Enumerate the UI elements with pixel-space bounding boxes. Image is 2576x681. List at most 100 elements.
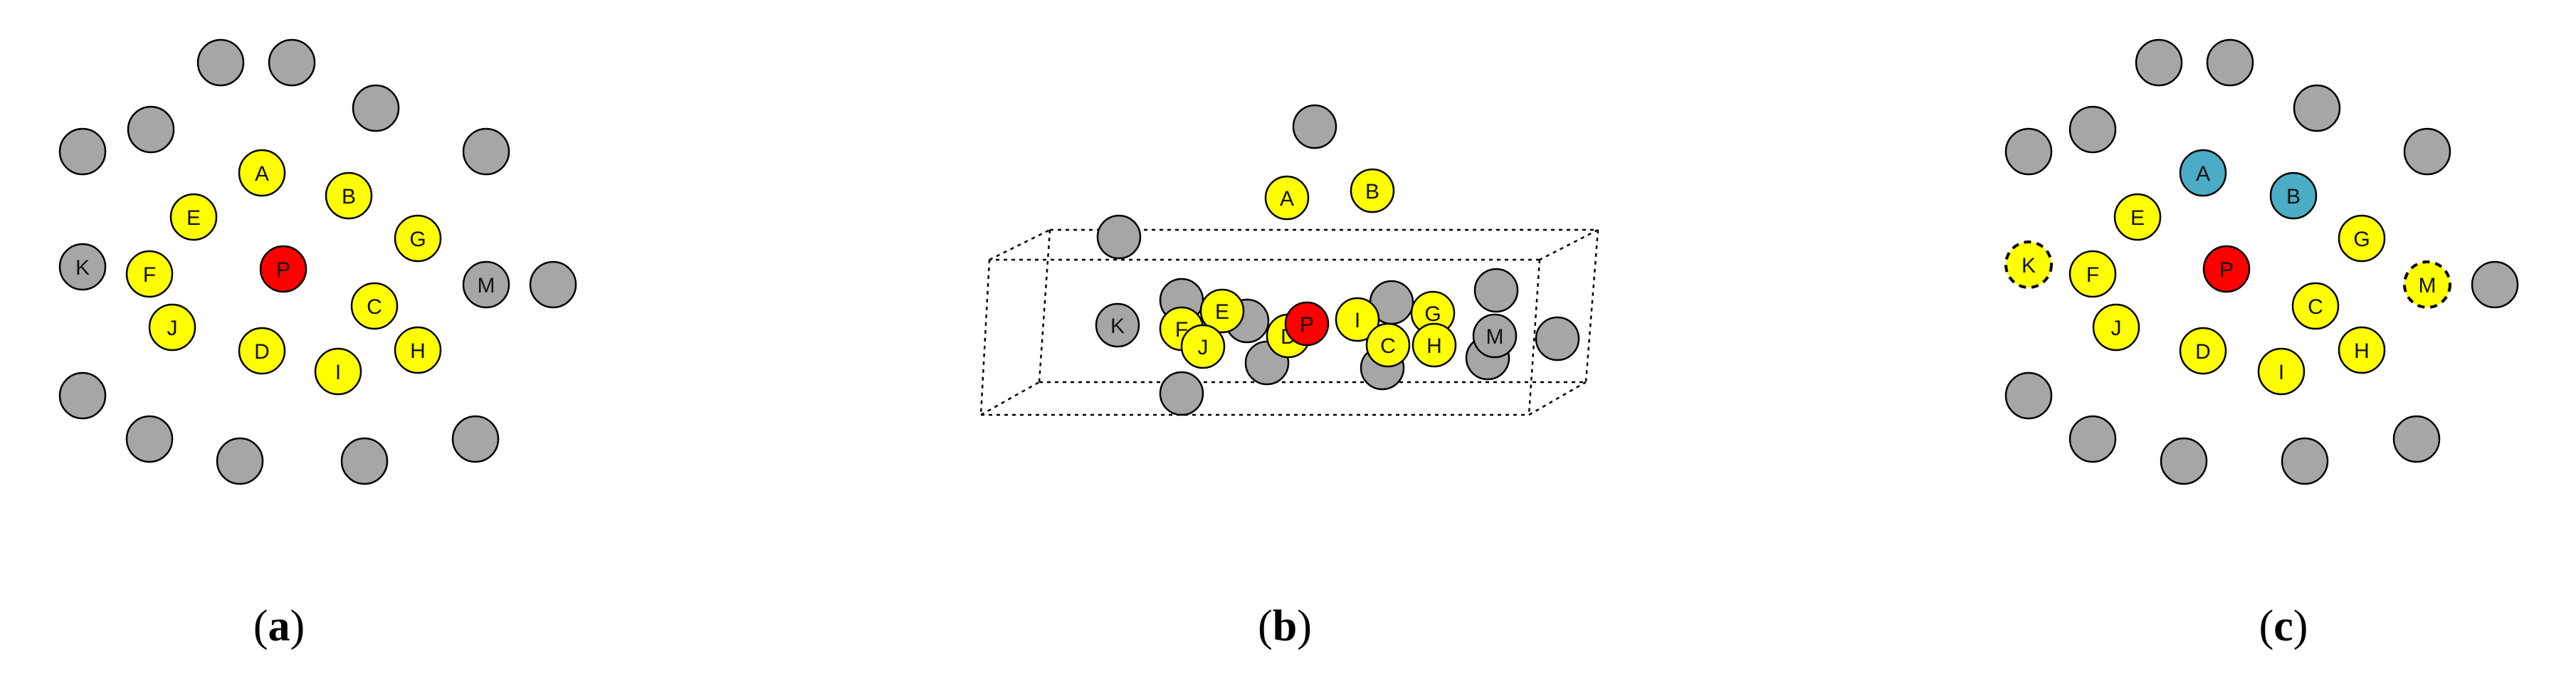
node-label: A [2196,162,2210,186]
yellow-circle [2338,326,2386,374]
gray-circle [1292,104,1337,149]
gray-circle [2293,84,2341,132]
panel-a-node-k: K [58,243,107,291]
yellow-circle [1335,297,1380,342]
panel-a-node-e: E [169,193,218,241]
box-edge [1528,259,1541,416]
yellow-circle [1350,168,1395,213]
gray-circle [2403,127,2451,176]
gray-circle [2160,437,2208,485]
yellow-circle [2004,241,2053,289]
panel-b-node-a: A [1264,175,1310,221]
yellow-circle [394,326,442,374]
panel-a-node-unlabeled [462,127,510,176]
gray-circle [1096,214,1142,260]
panel-a-node-unlabeled [451,415,500,463]
node-label: H [2354,339,2370,363]
node-label: E [186,206,201,230]
gray-circle [451,415,500,463]
gray-circle [2471,260,2519,309]
panel-a-node-j: J [148,303,196,352]
box-edge [1584,229,1599,383]
node-label: K [1110,315,1125,338]
yellow-circle [169,193,218,241]
gray-circle [58,243,107,291]
box-edge [979,259,991,416]
gray-circle [1159,371,1204,416]
panel-a-node-m: M [462,260,510,309]
panel-c-node-unlabeled [2403,127,2451,176]
gray-circle [216,437,264,485]
yellow-circle [2403,260,2451,309]
gray-circle [529,260,577,309]
panel-a-node-unlabeled [529,260,577,309]
node-label: C [1380,334,1396,358]
box-edge [1038,229,1051,383]
panel-c-node-unlabeled [2068,415,2117,463]
gray-circle [127,105,175,154]
node-label: A [1280,187,1294,211]
panel-a-node-unlabeled [352,84,400,132]
node-label: I [2278,361,2284,384]
red-circle [2202,245,2251,293]
node-label: I [335,361,341,384]
gray-circle [1473,268,1519,313]
node-label: G [2353,228,2370,251]
panel-c-node-unlabeled [2293,84,2341,132]
panel-c-node-unlabeled [2471,260,2519,309]
panel-b-node-i: I [1335,297,1380,342]
panel-c-node-f: F [2068,250,2117,298]
panel-c-node-a: A [2179,149,2227,197]
yellow-circle [314,347,362,396]
node-label: F [2086,263,2099,287]
node-label: E [1215,300,1229,324]
panel-a-node-p: P [259,245,307,293]
red-circle [259,245,307,293]
node-label: I [1355,309,1360,332]
yellow-circle [2257,347,2306,396]
node-label: M [2419,274,2436,297]
yellow-circle [2179,327,2227,375]
panel-b-node-unlabeled [1292,104,1337,149]
panel-a-node-b: B [325,171,373,220]
node-label: M [478,274,495,297]
gray-circle [2068,415,2117,463]
panel-c-node-j: J [2092,303,2140,352]
node-label: B [1365,180,1379,204]
panel-a-node-f: F [125,250,174,298]
panel-a-node-a: A [238,149,286,197]
node-label: P [2219,258,2234,282]
yellow-circle [1365,322,1411,368]
caption-c: (c) [2259,602,2308,650]
yellow-circle [325,171,373,220]
panel-c-node-h: H [2338,326,2386,374]
panel-a-node-unlabeled [268,38,316,87]
yellow-circle [2338,214,2386,263]
panel-b-node-unlabeled [1473,268,1519,313]
yellow-circle [394,214,442,263]
caption-b: (b) [1258,602,1312,650]
panel-b-node-g: G [1410,290,1456,336]
node-label: C [2308,295,2323,319]
gray-circle [462,127,510,176]
panel-c-node-unlabeled [2392,415,2441,463]
gray-circle [1472,313,1518,359]
blue-circle [2179,149,2227,197]
panel-b-node-p: P [1284,301,1330,347]
gray-circle [2004,371,2053,420]
panel-c-node-unlabeled [2004,127,2053,176]
panel-a-node-h: H [394,326,442,374]
box-edge [1539,228,1599,261]
yellow-circle [125,250,174,298]
dashed-box-wireframe [979,228,1599,416]
yellow-circle [238,149,286,197]
panel-a-node-i: I [314,347,362,396]
node-label: J [1198,336,1209,359]
panel-a-node-unlabeled [216,437,264,485]
box-edge [980,381,1040,416]
gray-circle [2281,437,2329,485]
panel-a-node-unlabeled [125,415,174,463]
